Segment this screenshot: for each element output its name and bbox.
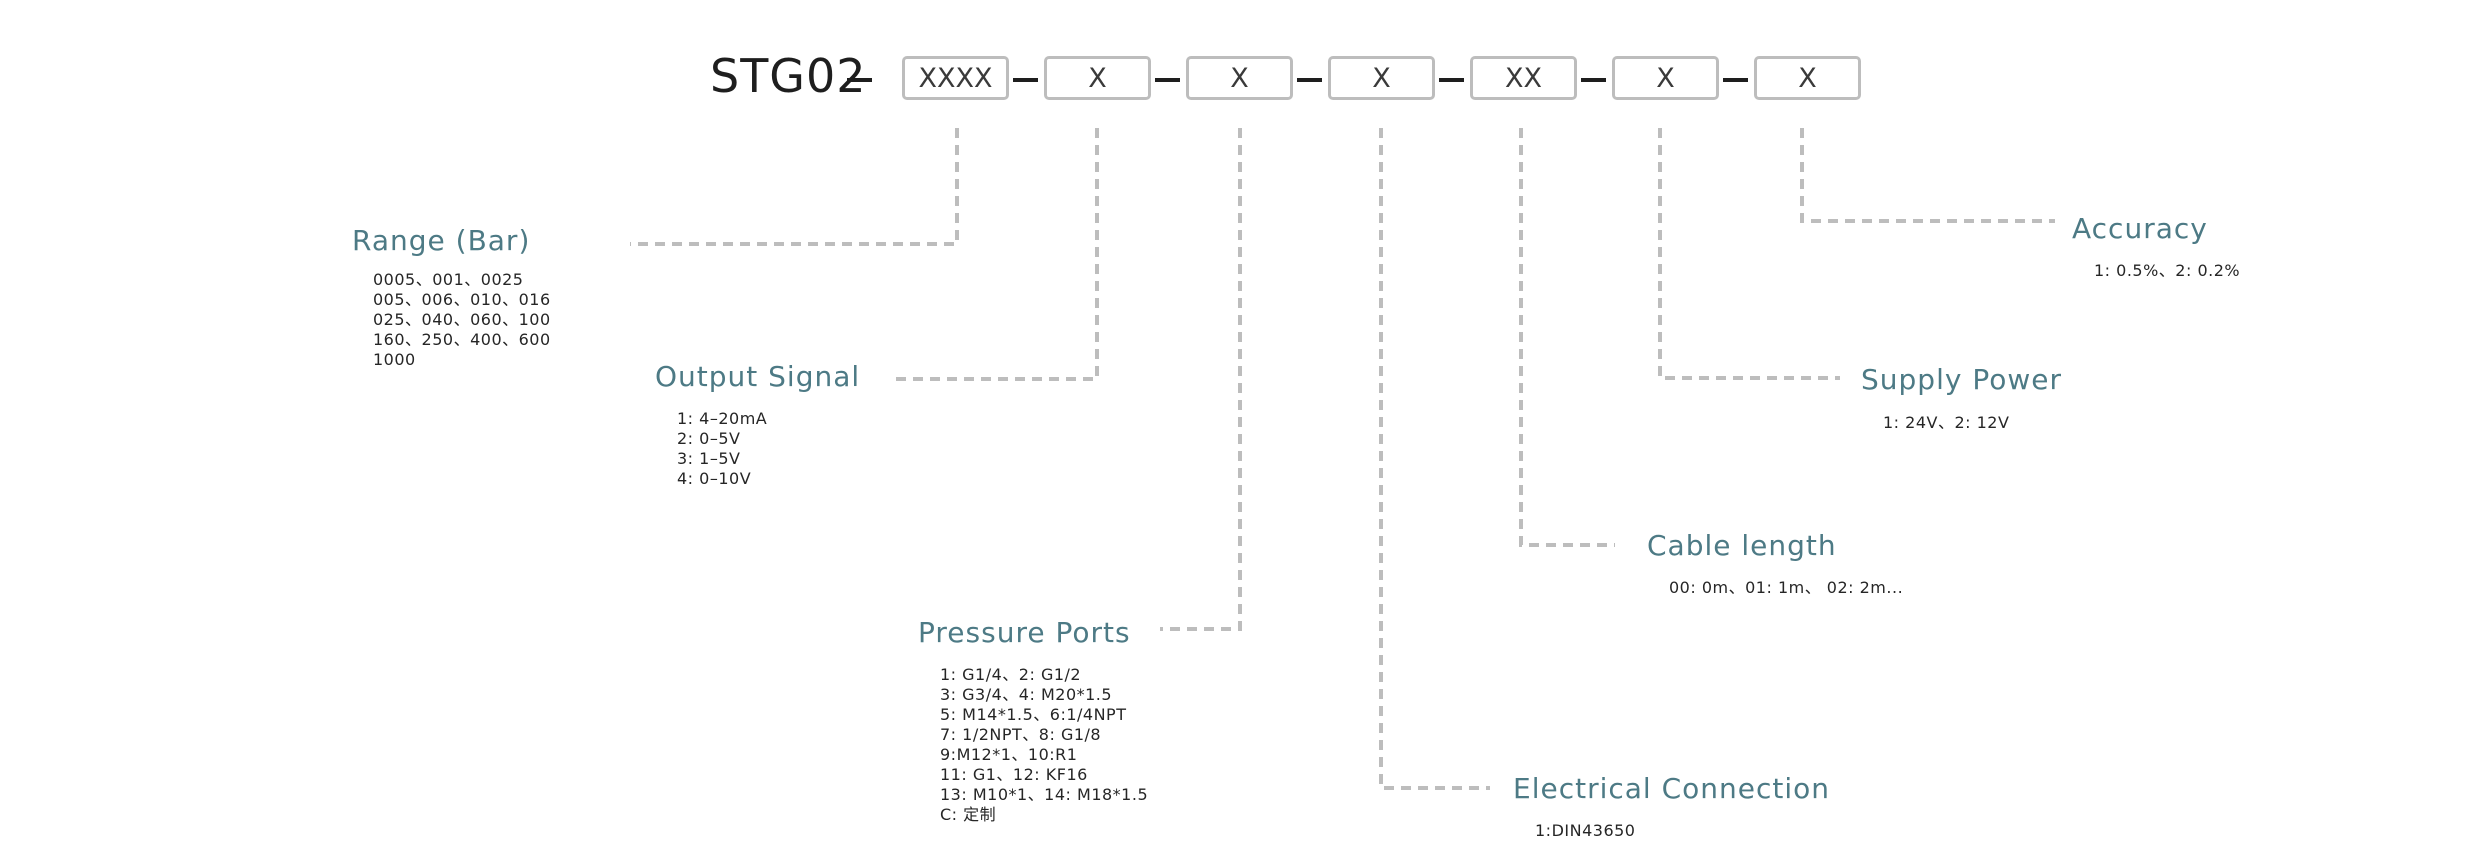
electrical-connection-title: Electrical Connection	[1513, 772, 1831, 805]
pressure-ports-option: 9:M12*1、10:R1	[940, 745, 1078, 764]
output-signal-option: 1: 4–20mA	[677, 409, 768, 428]
accuracy-title: Accuracy	[2072, 212, 2208, 245]
pressure-ports-option: 1: G1/4、2: G1/2	[940, 665, 1082, 684]
pressure-ports-option: 13: M10*1、14: M18*1.5	[940, 785, 1149, 804]
connector-accuracy	[1800, 128, 2055, 223]
cable-length-option: 00: 0m、01: 1m、 02: 2m...	[1669, 578, 1904, 597]
code-segment-range: XXXX	[902, 56, 1009, 100]
code-segment-electrical-connection: X	[1328, 56, 1435, 100]
output-signal-options: 1: 4–20mA 2: 0–5V 3: 1–5V 4: 0–10V	[677, 409, 767, 489]
pressure-ports-option: 3: G3/4、4: M20*1.5	[940, 685, 1113, 704]
supply-power-title: Supply Power	[1861, 363, 2062, 396]
connector-electrical-connection	[1379, 128, 1490, 790]
supply-power-options: 1: 24V、2: 12V	[1883, 413, 2009, 433]
cable-length-options: 00: 0m、01: 1m、 02: 2m...	[1669, 578, 1903, 598]
accuracy-options: 1: 0.5%、2: 0.2%	[2094, 261, 2240, 281]
pressure-ports-option: C: 定制	[940, 805, 997, 824]
code-segment-pressure-port: X	[1186, 56, 1293, 100]
cable-length-title: Cable length	[1647, 529, 1837, 562]
code-segment-cable-length: XX	[1470, 56, 1577, 100]
code-segment-supply-power: X	[1612, 56, 1719, 100]
separator-dash	[1297, 78, 1322, 82]
separator-dash	[1439, 78, 1464, 82]
range-option: 005、006、010、016	[373, 290, 551, 309]
range-option: 1000	[373, 350, 416, 369]
separator-dash	[847, 78, 872, 82]
separator-dash	[1013, 78, 1038, 82]
connector-range	[630, 128, 959, 246]
range-options: 0005、001、0025 005、006、010、016 025、040、06…	[373, 270, 551, 370]
separator-dash	[1581, 78, 1606, 82]
connector-cable-length	[1519, 128, 1615, 547]
connector-output-signal	[890, 128, 1099, 381]
separator-dash	[1155, 78, 1180, 82]
electrical-connection-options: 1:DIN43650	[1535, 821, 1635, 841]
separator-dash	[1723, 78, 1748, 82]
range-option: 0005、001、0025	[373, 270, 524, 289]
model-prefix: STG02	[710, 49, 867, 103]
connector-pressure-ports	[1160, 128, 1242, 631]
electrical-connection-option: 1:DIN43650	[1535, 821, 1636, 840]
pressure-ports-option: 11: G1、12: KF16	[940, 765, 1088, 784]
output-signal-option: 4: 0–10V	[677, 469, 752, 488]
pressure-ports-options: 1: G1/4、2: G1/2 3: G3/4、4: M20*1.5 5: M1…	[940, 665, 1148, 825]
output-signal-option: 2: 0–5V	[677, 429, 741, 448]
code-segment-output-signal: X	[1044, 56, 1151, 100]
range-option: 025、040、060、100	[373, 310, 551, 329]
connector-supply-power	[1658, 128, 1840, 380]
range-title: Range (Bar)	[352, 224, 531, 257]
pressure-ports-option: 7: 1/2NPT、8: G1/8	[940, 725, 1102, 744]
pressure-ports-option: 5: M14*1.5、6:1/4NPT	[940, 705, 1127, 724]
code-segment-accuracy: X	[1754, 56, 1861, 100]
output-signal-option: 3: 1–5V	[677, 449, 741, 468]
pressure-ports-title: Pressure Ports	[918, 616, 1131, 649]
output-signal-title: Output Signal	[655, 360, 861, 393]
accuracy-option: 1: 0.5%、2: 0.2%	[2094, 261, 2241, 280]
range-option: 160、250、400、600	[373, 330, 551, 349]
supply-power-option: 1: 24V、2: 12V	[1883, 413, 2010, 432]
